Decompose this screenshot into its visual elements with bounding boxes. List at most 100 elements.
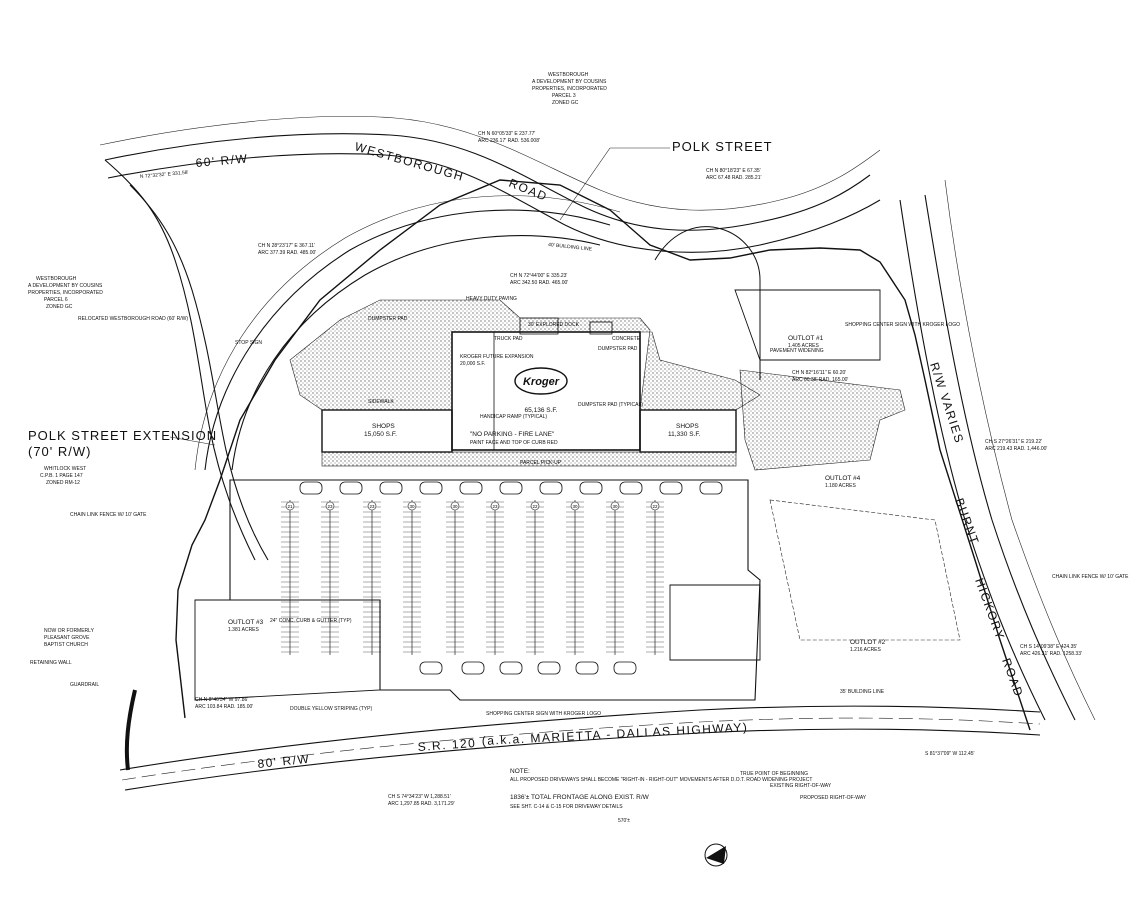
church-line1: NOW OR FORMERLY (44, 628, 95, 634)
curve-8: CH S 74°34'23" W 1,288.51' (388, 794, 451, 800)
curve-3: CH N 72°44'00" E 335.23' (510, 273, 567, 279)
pylon-callout: SHOPPING CENTER SIGN WITH KROGER LOGO (486, 711, 601, 717)
outlot-1-boundary (734, 289, 881, 361)
exist-rw-callout: EXISTING RIGHT-OF-WAY (770, 783, 832, 789)
no-parking-fire-lane: "NO PARKING - FIRE LANE" (470, 431, 555, 438)
polk-ext-label-2: (70' R/W) (28, 444, 91, 459)
concrete-callout: CONCRETE (612, 336, 641, 342)
kroger-area: 65,136 S.F. (525, 407, 558, 414)
curve-5b: ARC 219.43 RAD. 1,446.00' (985, 446, 1047, 452)
curve-2: CH N 28°23'17" E 367.11' (258, 243, 315, 249)
outlot-3-boundary (194, 599, 381, 701)
parking-islands-top (299, 481, 723, 495)
parking-row: 30 (403, 500, 421, 655)
stall-count: 22 (652, 504, 658, 509)
parking-row: 30 (446, 500, 464, 655)
sr120-south-edge (124, 728, 1041, 791)
burnt-hickory-outer (944, 179, 1096, 721)
curve-1b: ARC 236.17' RAD. 536.008' (478, 138, 540, 144)
stall-count: 21 (287, 504, 293, 509)
retaining-wall-callout: RETAINING WALL (30, 660, 72, 666)
truck-pad-callout: TRUCK PAD (494, 336, 523, 342)
parking-row: 30 (566, 500, 584, 655)
westborough-road-word: ROAD (507, 176, 550, 204)
whitlock-line1: C.P.B. 1 PAGE 147 (40, 473, 83, 479)
parking-row: 22 (526, 500, 544, 655)
stall-count: 23 (492, 504, 498, 509)
note-heading: NOTE: (510, 768, 530, 775)
outlot-4-boundary (669, 584, 761, 661)
polk-street-arc-outer (204, 209, 611, 471)
see-sheet-note: SEE SHT. C-14 & C-15 FOR DRIVEWAY DETAIL… (510, 804, 623, 810)
stop-sign-callout: STOP SIGN (235, 340, 262, 346)
frontage-dim: 570'± (618, 818, 630, 824)
dumpster-callout: DUMPSTER PAD (598, 346, 638, 352)
handicap-callout: HANDICAP RAMP (TYPICAL) (480, 414, 547, 420)
burnt-hickory-west-edge (899, 199, 1046, 721)
curve-5: CH S 27°26'31" E 219.22' (985, 439, 1042, 445)
stall-count: 23 (369, 504, 375, 509)
curve-7b: ARC 103.84 RAD. 185.00' (195, 704, 253, 710)
relocated-road-east-edge (129, 184, 269, 561)
sr120-north-edge (119, 705, 1041, 771)
marietta-dallas-label: (a.k.a. MARIETTA - DALLAS HIGHWAY) (481, 720, 748, 748)
church-line2: PLEASANT GROVE (44, 635, 90, 641)
curve-6: CH S 14°09'38" E 424.35' (1020, 644, 1077, 650)
kroger-logo-text: Kroger (523, 376, 560, 388)
parking-stall-rows: 21 23 23 30 30 23 22 30 30 22 (281, 500, 664, 655)
westborough-road-north-edge (104, 133, 871, 231)
top-note-zoned: ZONED GC (552, 100, 579, 106)
property-boundary (175, 179, 1031, 731)
top-note-line1: A DEVELOPMENT BY COUSINS (532, 79, 607, 85)
rw-80-label: 80' R/W (257, 752, 311, 771)
rw-60-label: 60' R/W (195, 151, 249, 170)
yellow-striping-callout: DOUBLE YELLOW STRIPING (TYP) (290, 706, 372, 712)
shops-left-area: 15,050 S.F. (364, 431, 397, 438)
parking-row: 30 (606, 500, 624, 655)
northeast-access-curve (654, 226, 761, 380)
hickory-label: HICKORY (972, 576, 1007, 642)
parking-row: 21 (281, 500, 299, 655)
curve-9: CH N 82°16'11" E 60.20' (792, 370, 846, 376)
building-line2-callout: 35' BUILDING LINE (840, 689, 885, 695)
outlot-2-area: 1.216 ACRES (850, 647, 882, 653)
church-line3: BAPTIST CHURCH (44, 642, 88, 648)
top-note-title: WESTBOROUGH (548, 72, 589, 78)
road2-label: ROAD (999, 656, 1026, 699)
building-line-callout: 40' BUILDING LINE (548, 242, 593, 253)
curve-4: CH N 80°18'23" E 67.35' (706, 168, 761, 174)
outlot-4-label: OUTLOT #4 (825, 475, 861, 482)
parking-islands-bottom (419, 661, 637, 675)
stall-count: 30 (452, 504, 458, 509)
curve-2b: ARC 377.39 RAD. 485.00' (258, 250, 316, 256)
rw-varies-label: R/W VARIES (927, 361, 967, 446)
polk-street-label: POLK STREET (672, 139, 773, 154)
curve-3b: ARC 342.50 RAD. 465.00' (510, 280, 568, 286)
bearing-10: N 72°32'32" E 331.58' (140, 170, 189, 180)
left-note-line1: A DEVELOPMENT BY COUSINS (28, 283, 103, 289)
chain-fence-callout: CHAIN LINK FENCE W/ 10' GATE (70, 512, 147, 518)
bearing-11: S 81°37'09" W 112.45' (925, 751, 975, 757)
curb-gutter-callout: 24" CONC. CURB & GUTTER (TYP) (270, 618, 352, 624)
shops-right-area: 11,330 S.F. (668, 431, 701, 438)
shops-left-label: SHOPS (372, 423, 395, 430)
polk-street-arc-inner (231, 235, 601, 471)
shops-right-label: SHOPS (676, 423, 699, 430)
parking-row: 23 (321, 500, 339, 655)
outlot-1-area: 1.405 ACRES (788, 343, 820, 349)
true-point-callout: TRUE POINT OF BEGINNING (740, 771, 808, 777)
burnt-hickory-east-edge (924, 194, 1076, 721)
whitlock-title: WHITLOCK WEST (44, 466, 86, 472)
note-body: ALL PROPOSED DRIVEWAYS SHALL BECOME "RIG… (510, 777, 812, 783)
outlot-3-area: 1.381 ACRES (228, 627, 260, 633)
sidewalk-callout: SIDEWALK (368, 399, 394, 405)
westborough-road-outer (99, 116, 881, 211)
loading-dock-callout: 30' EXPLORED DOCK (528, 322, 580, 328)
stall-count: 30 (572, 504, 578, 509)
polk-street-arc-outer2 (194, 195, 621, 471)
pavement-widening-callout: PAVEMENT WIDENING (770, 348, 824, 354)
fire-lane-strip (321, 451, 737, 467)
sr120-centerline (121, 717, 1041, 781)
outlot-1-label: OUTLOT #1 (788, 335, 824, 342)
top-note-line2: PROPERTIES, INCORPORATED (532, 86, 607, 92)
